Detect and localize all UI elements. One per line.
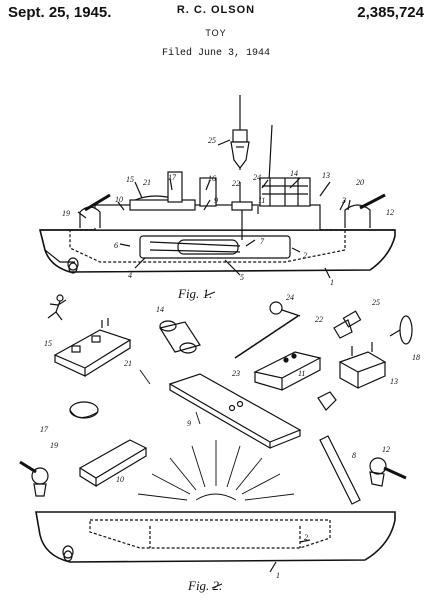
ref-numeral: 21 [124,359,132,368]
smokestack-part-icon [159,320,201,354]
ref-numeral: 10 [116,475,124,484]
ref-numeral: 14 [156,305,164,314]
gun-part-12-icon [369,457,407,487]
ref-numeral: 2 [303,251,307,260]
ref-numeral: 1 [330,278,334,287]
exploded-parts-drawing [19,294,413,505]
ref-numeral: 5 [240,273,244,282]
ref-numeral: 15 [126,175,134,184]
ref-numeral: 10 [115,195,123,204]
dish-part-icon [69,401,99,419]
ref-numeral: 9 [187,419,191,428]
ref-numeral: 25 [372,298,380,307]
ref-numeral: 9 [214,196,218,205]
ref-numeral: 22 [232,179,240,188]
gun-part-19-icon [19,460,49,497]
patent-date: Sept. 25, 1945. [8,4,112,21]
sunburst-rays [137,369,295,501]
ref-numeral: 8 [352,451,356,460]
ref-numeral: 11 [298,369,305,378]
ref-numeral: 17 [168,173,177,182]
ref-numeral: 14 [290,169,298,178]
ref-numeral: 17 [40,425,49,434]
inventor-name: R. C. OLSON [176,4,256,16]
wheel-part-icon [234,301,301,359]
filing-date: Filed June 3, 1944 [161,48,271,59]
ref-numeral: 13 [322,171,330,180]
ref-numeral: 22 [315,315,323,324]
ref-numeral: 24 [253,173,261,182]
ref-numeral: 19 [62,209,70,218]
ref-numeral: 19 [50,441,58,450]
ref-numeral: 3 [341,196,346,205]
ref-numeral: 12 [382,445,390,454]
ref-numeral: 7 [260,237,265,246]
ref-numeral: 23 [232,369,240,378]
fig2-reference-numerals: 2 1 [276,533,308,580]
ref-numeral: 6 [114,241,118,250]
patent-number: 2,385,724 [357,4,424,21]
bomb-part-icon [230,129,250,169]
ref-numeral: 15 [44,339,52,348]
ref-numeral: 11 [258,196,265,205]
fig1-label: Fig. 1. [177,286,212,301]
ref-numeral: 24 [286,293,294,302]
searchlight-part-icon [389,315,413,345]
fig2-hull-drawing [35,511,396,573]
rear-gun-turret-icon [344,193,386,228]
fig2-label: Fig. 2. [187,578,222,593]
ref-numeral: 13 [390,377,398,386]
front-gun-turret-icon [79,193,111,228]
ref-numeral: 21 [143,178,151,187]
ref-numeral: 16 [208,174,216,183]
patent-title: TOY [205,28,227,38]
bomb-part-exploded-icon [333,310,362,339]
ref-numeral: 25 [208,136,216,145]
ref-numeral: 2 [304,533,308,542]
ref-numeral: 1 [276,571,280,580]
ref-numeral: 18 [412,353,420,362]
ref-numeral: 12 [386,208,394,217]
fig1-ship-drawing [38,95,396,279]
ref-numeral: 4 [128,271,132,280]
fig1-reference-numerals: 25 17 16 15 21 22 24 14 13 20 19 10 9 11… [62,136,394,287]
exploded-reference-numerals: 14 24 22 25 15 21 18 23 11 13 17 9 19 10… [40,293,420,484]
ref-numeral: 20 [356,178,364,187]
stick-figure-icon [47,294,67,321]
